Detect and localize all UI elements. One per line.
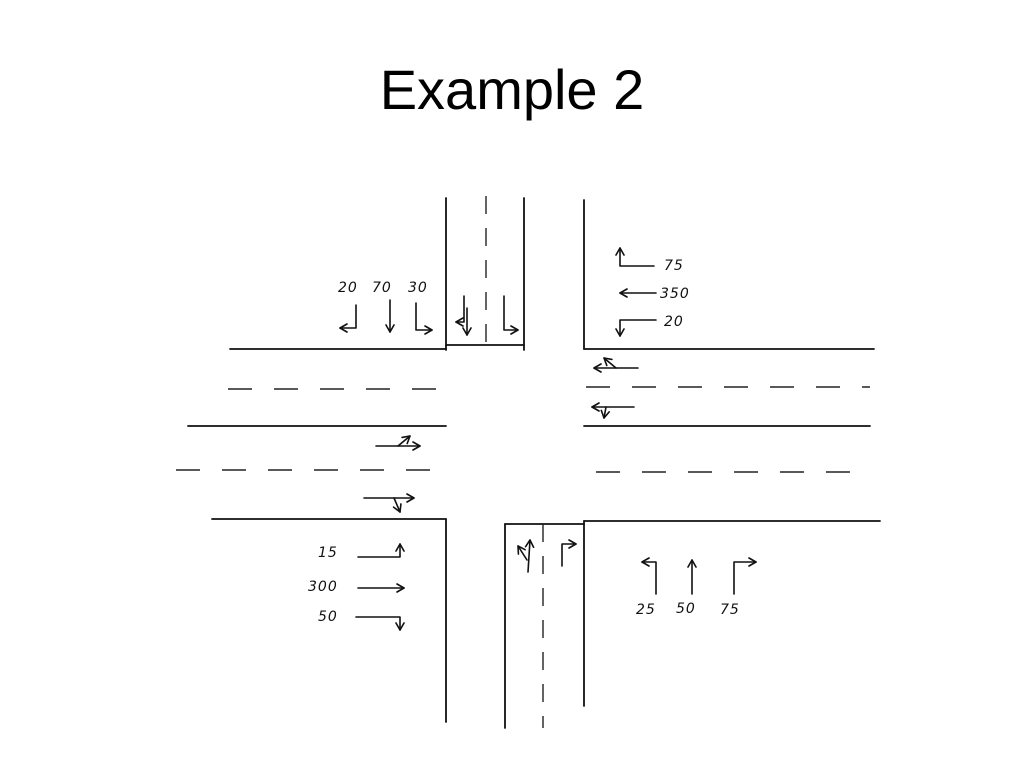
- west-volume-left: 15: [318, 545, 338, 561]
- south-volume-right: 75: [720, 602, 740, 618]
- south-lane2-right-arrow: [561, 539, 577, 567]
- south-right-turn-arrow: [733, 557, 757, 595]
- east-lane1-right-arrow: [603, 357, 617, 369]
- west-volume-through: 300: [308, 579, 338, 595]
- north-volume-through: 70: [372, 280, 392, 296]
- east-volume-through: 350: [660, 286, 690, 302]
- north-approach: 20 70 30: [338, 280, 519, 336]
- lane-markings: [176, 196, 870, 728]
- east-volume-left: 20: [664, 314, 684, 330]
- north-volume-right: 30: [408, 280, 428, 296]
- east-lane2-left-arrow: [600, 406, 610, 419]
- south-volume-left: 25: [636, 602, 656, 618]
- road-edges: [187, 197, 881, 729]
- north-lane1-arrow: [455, 295, 465, 327]
- west-left-turn-arrow: [357, 543, 405, 558]
- east-left-turn-arrow: [615, 319, 657, 337]
- north-left-turn-arrow: [339, 304, 357, 333]
- west-lane1-left-arrow: [397, 435, 411, 447]
- south-volume-through: 50: [676, 601, 696, 617]
- south-lane1-left-arrow: [517, 545, 528, 561]
- west-approach: 15 300 50: [308, 435, 421, 631]
- north-volume-left: 20: [338, 280, 358, 296]
- south-lane1-arrow: [524, 539, 535, 573]
- south-approach: 25 50 75: [517, 539, 757, 618]
- west-volume-right: 50: [318, 609, 338, 625]
- east-right-turn-arrow: [615, 247, 655, 267]
- west-right-turn-arrow: [355, 616, 405, 631]
- slide-title: Example 2: [379, 58, 645, 121]
- north-right-turn-arrow: [415, 302, 433, 335]
- north-lane2-right-arrow: [503, 295, 519, 335]
- east-approach: 75 350 20: [591, 247, 690, 419]
- west-lane2-right-arrow: [392, 497, 402, 513]
- east-volume-right: 75: [664, 258, 684, 274]
- south-left-turn-arrow: [641, 557, 657, 595]
